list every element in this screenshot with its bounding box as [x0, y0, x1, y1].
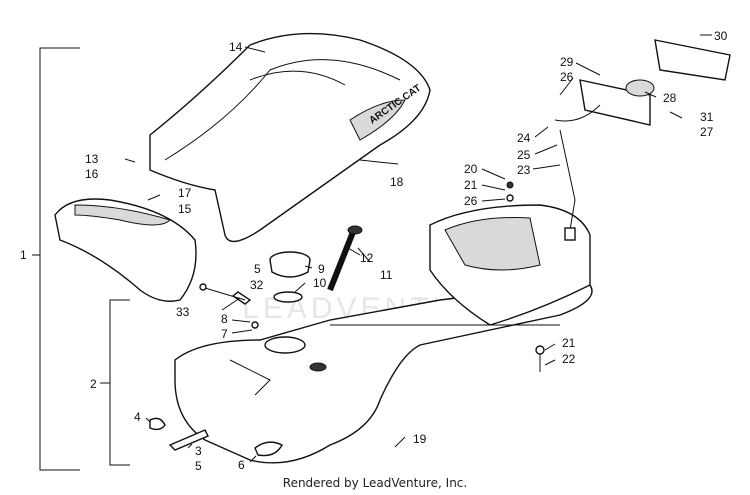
callout-10: 10 [313, 276, 327, 290]
fuel-tank [174, 204, 593, 464]
callout-2: 2 [90, 377, 97, 391]
callout-26b: 26 [560, 70, 574, 84]
callout-17: 17 [178, 186, 192, 200]
callout-23: 23 [517, 163, 531, 177]
callout-12: 12 [360, 251, 374, 265]
callout-25: 25 [517, 148, 531, 162]
callout-22: 22 [562, 352, 576, 366]
callout-24: 24 [517, 131, 531, 145]
callout-30: 30 [714, 29, 728, 43]
callout-9: 9 [318, 262, 325, 276]
callout-15: 15 [178, 202, 192, 216]
callout-21b: 21 [562, 336, 576, 350]
callout-28: 28 [663, 91, 677, 105]
assembly-brackets [32, 47, 130, 471]
taillight [554, 39, 731, 241]
callout-20: 20 [464, 162, 478, 176]
fuel-cap [269, 251, 311, 303]
callout-7: 7 [221, 327, 228, 341]
callout-13: 13 [85, 152, 99, 166]
callout-5a: 5 [254, 262, 261, 276]
seat-tail-cover [54, 198, 197, 302]
callout-1: 1 [20, 248, 27, 262]
callout-18: 18 [390, 175, 404, 189]
hardware [149, 181, 545, 457]
callout-31: 31 [700, 110, 714, 124]
callout-11: 11 [380, 268, 393, 282]
callout-33: 33 [176, 305, 190, 319]
footer-credit: Rendered by LeadVenture, Inc. [282, 476, 468, 490]
leader-lines [124, 34, 712, 463]
callout-6: 6 [238, 458, 245, 472]
callout-3: 3 [195, 444, 202, 458]
callout-8: 8 [221, 312, 228, 326]
callout-29: 29 [560, 55, 574, 69]
callout-16: 16 [85, 167, 99, 181]
callout-26a: 26 [464, 194, 478, 208]
callout-21a: 21 [464, 178, 478, 192]
callout-19: 19 [413, 432, 427, 446]
fuel-gauge [327, 225, 363, 292]
callout-14: 14 [229, 40, 243, 54]
seat: ARCTIC CAT [149, 32, 431, 243]
callout-5b: 5 [195, 459, 202, 473]
callout-4: 4 [134, 410, 141, 424]
callout-27: 27 [700, 125, 714, 139]
callout-32: 32 [250, 278, 264, 292]
callouts: 1 2 3 4 5 5 6 7 8 9 10 11 12 13 14 15 16… [20, 29, 728, 473]
